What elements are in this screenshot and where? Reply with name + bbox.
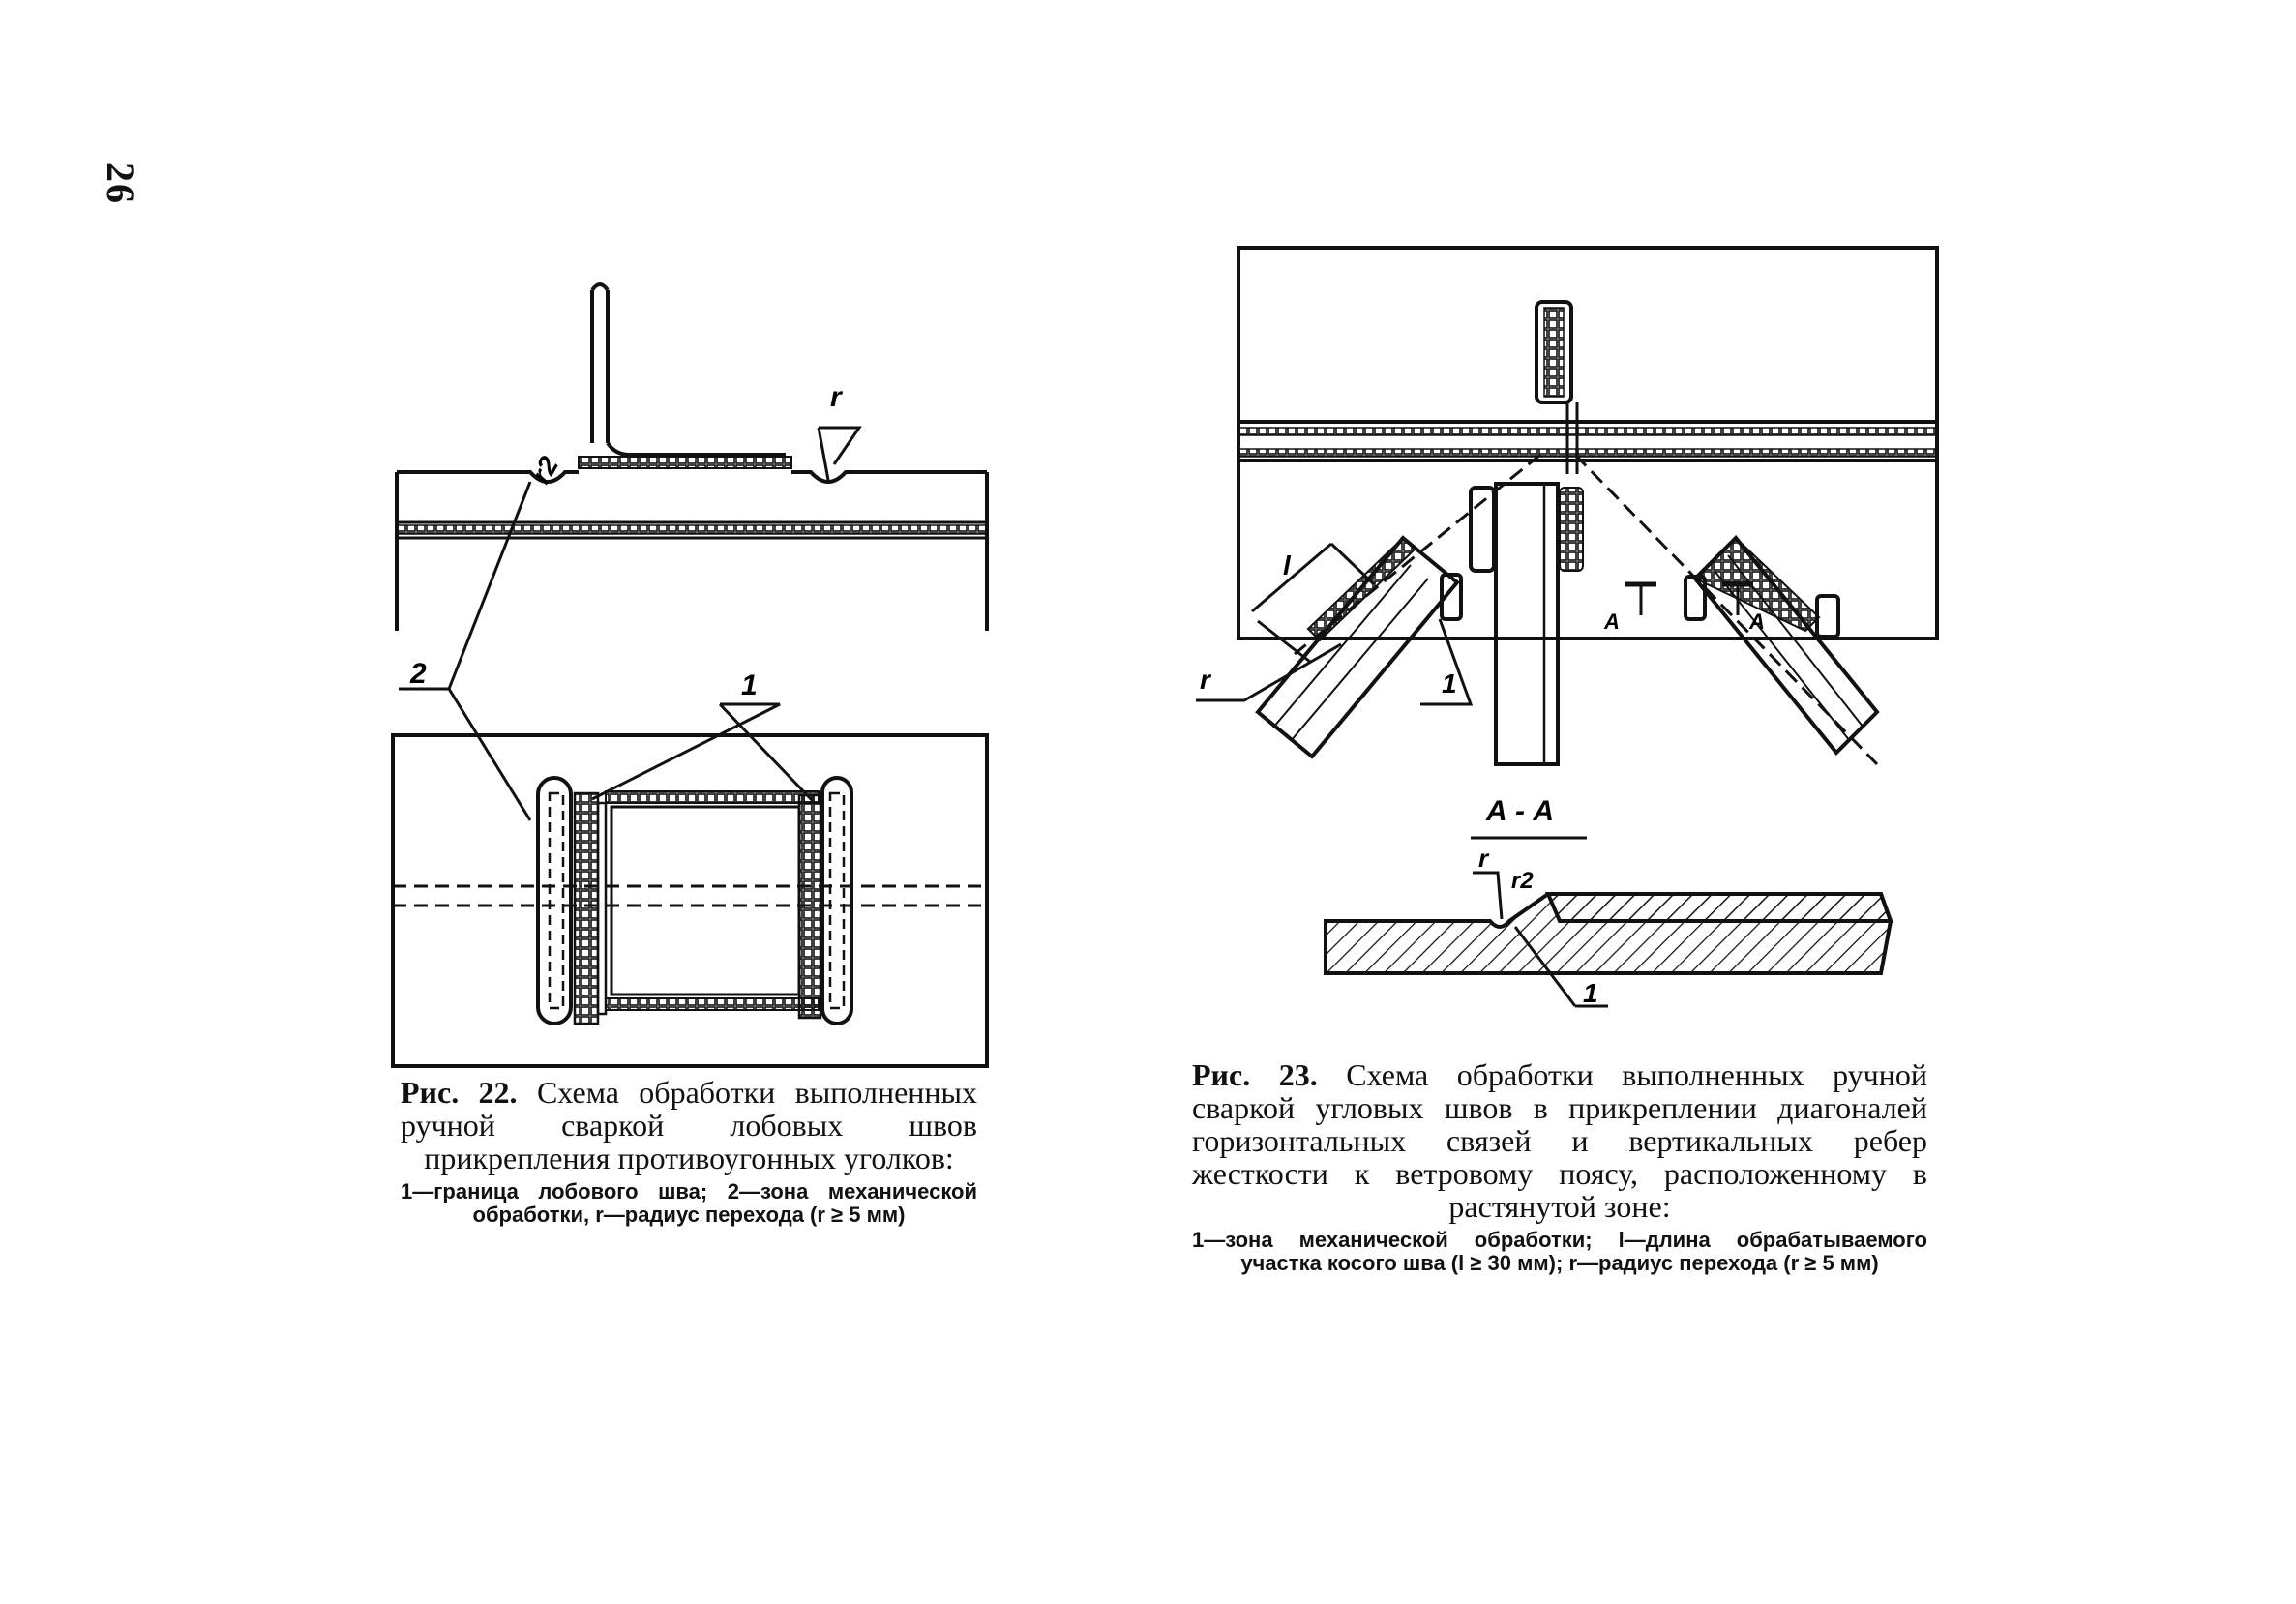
fig23-caption-legend: 1—зона механической обработки; l—длина о… — [1192, 1228, 1927, 1275]
fig22-caption-prefix: Рис. 22. — [401, 1075, 518, 1110]
fig23-section-label-1: 1 — [1583, 978, 1598, 1008]
fig23-caption: Рис. 23. Схема обработки выполненных руч… — [1192, 1058, 1927, 1275]
fig22-elevation — [395, 282, 989, 631]
fig23-caption-prefix: Рис. 23. — [1192, 1057, 1318, 1092]
fig23-section — [1324, 892, 1893, 975]
fig22-upper-labels — [447, 426, 862, 690]
fig22-label-2: 2 — [409, 658, 427, 690]
fig22-label-1: 1 — [741, 669, 758, 701]
fig23-label-1: 1 — [1442, 668, 1457, 698]
fig23-caption-title: Рис. 23. Схема обработки выполненных руч… — [1192, 1058, 1927, 1223]
fig23-section-label-r: r — [1478, 844, 1490, 873]
fig23-section-label-r2: r2 — [1511, 868, 1534, 894]
fig22-plan — [391, 733, 989, 1068]
fig23-plan-leaders — [1196, 542, 1474, 706]
fig23-section-leaders — [1473, 871, 1608, 1008]
fig23-label-r: r — [1200, 665, 1212, 695]
fig23-label-A-right: A — [1748, 609, 1765, 634]
fig22-label-r: r — [830, 381, 844, 413]
fig23-caption-text: Схема обработки выполненных ручной сварк… — [1192, 1057, 1928, 1224]
fig22-caption-text: Схема обработки выполненных ручной сварк… — [401, 1075, 978, 1175]
fig22-caption-legend: 1—граница лобового шва; 2—зона механичес… — [401, 1179, 977, 1227]
fig23-plan — [1237, 246, 1939, 766]
fig22-plan-leaders — [399, 687, 815, 821]
fig22-caption-title: Рис. 22. Схема обработки выполненных руч… — [401, 1076, 977, 1174]
fig22-caption: Рис. 22. Схема обработки выполненных руч… — [401, 1076, 977, 1227]
fig23-label-l: l — [1283, 550, 1292, 580]
fig23-label-A-left: A — [1603, 609, 1620, 634]
fig23-section-title: А - А — [1485, 795, 1554, 827]
